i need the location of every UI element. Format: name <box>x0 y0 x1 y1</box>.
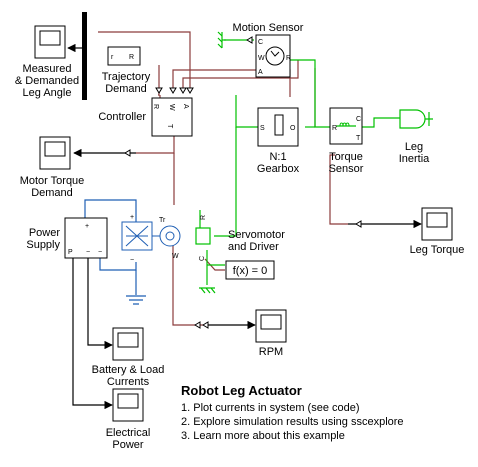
motion-sensor-label: Motion Sensor <box>233 22 304 34</box>
supply-port-P: P <box>68 249 73 256</box>
info-link-1[interactable]: 1. Plot currents in system (see code) <box>181 402 360 414</box>
controller-port-R: R <box>152 104 159 109</box>
gearbox-port-O: O <box>290 125 296 132</box>
model-info: Robot Leg Actuator 1. Plot currents in s… <box>181 383 404 442</box>
motor-port-plus: + <box>130 214 134 221</box>
signal-port-arrows <box>124 36 362 329</box>
motion-port-W: W <box>258 55 265 62</box>
model-title: Robot Leg Actuator <box>181 383 302 398</box>
gearbox-port-S: S <box>260 125 265 132</box>
motor-port-W: W <box>172 253 179 260</box>
mechanical-reference-icon <box>217 31 226 49</box>
controller-port-W: W <box>168 104 175 111</box>
torque-port-R: R <box>332 125 337 132</box>
mux-bar[interactable] <box>82 12 87 100</box>
info-link-3[interactable]: 3. Learn more about this example <box>181 430 345 442</box>
electrical-lines <box>84 199 137 295</box>
motion-port-C: C <box>258 39 263 46</box>
controller-port-T: T <box>166 124 173 129</box>
motor-port-minus: − <box>130 257 134 264</box>
electrical-ground-icon <box>126 295 146 305</box>
controller-block[interactable]: R W A T Controller <box>98 97 193 137</box>
motor-port-Tr: Tr <box>159 217 166 224</box>
controller-port-A: A <box>182 104 189 109</box>
solver-block[interactable]: f(x) = 0 <box>225 260 275 280</box>
trajectory-port-r: r <box>111 54 114 61</box>
scope-leg-torque[interactable]: Leg Torque <box>410 207 465 256</box>
torque-port-T: T <box>356 135 361 142</box>
physical-lines <box>199 39 400 285</box>
info-link-2[interactable]: 2. Explore simulation results using ssce… <box>181 416 404 428</box>
motor-port-C: C <box>199 256 206 261</box>
motor-reference-icon <box>199 287 216 294</box>
motion-sensor-block[interactable]: C W A R Motion Sensor <box>233 22 304 78</box>
supply-port-minus2: − <box>98 249 102 256</box>
controller-label: Controller <box>98 111 146 123</box>
supply-port-minus: − <box>86 249 90 256</box>
solver-label: f(x) = 0 <box>233 265 268 277</box>
scope-leg-torque-label: Leg Torque <box>410 244 465 256</box>
motion-port-A: A <box>258 69 263 76</box>
motor-port-R: R <box>200 215 207 220</box>
torque-port-C: C <box>356 116 361 123</box>
scope-rpm-label: RPM <box>259 346 283 358</box>
supply-port-plus: + <box>85 223 89 230</box>
motion-port-R: R <box>286 55 291 62</box>
trajectory-port-R: R <box>129 54 134 61</box>
scope-rpm[interactable]: RPM <box>255 309 287 358</box>
